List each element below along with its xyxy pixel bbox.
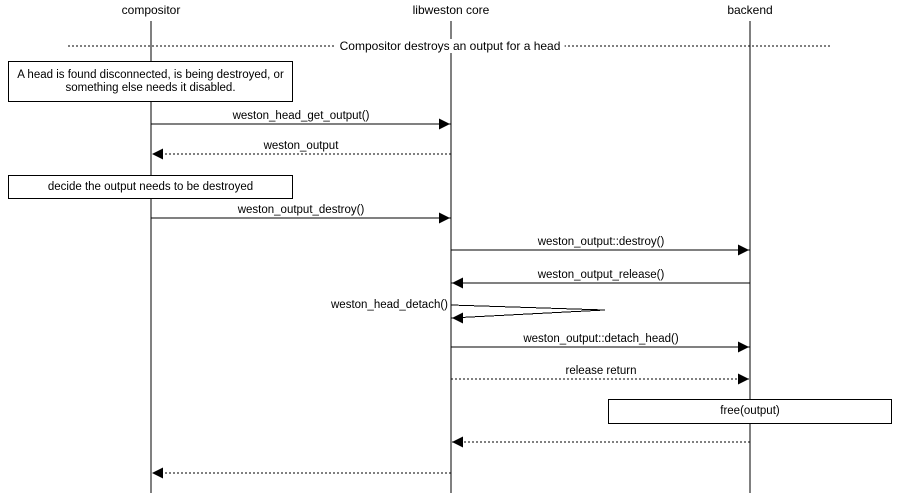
note-free-output-text: free(output) xyxy=(720,405,780,417)
message-label-msg-weston-output-destroy[interactable]: weston_output_destroy() xyxy=(237,204,365,216)
message-label-msg-weston-head-detach[interactable]: weston_head_detach() xyxy=(331,299,448,311)
note-decide-destroy[interactable]: decide the output needs to be destroyed xyxy=(8,175,293,199)
msg-weston-output-return-arrowhead xyxy=(152,148,163,160)
message-label-msg-release-return[interactable]: release return xyxy=(565,365,637,377)
message-label-msg-weston-output-destroy-vfunc[interactable]: weston_output::destroy() xyxy=(537,236,665,248)
note-head-disconnected-text: A head is found disconnected, is being d… xyxy=(17,68,284,94)
actor-label-backend[interactable]: backend xyxy=(727,3,773,17)
msg-weston-head-detach-out xyxy=(450,304,606,311)
message-label-msg-weston-output-return[interactable]: weston_output xyxy=(263,140,339,152)
msg-weston-head-get-output-arrowhead xyxy=(439,118,450,130)
message-label-msg-weston-output-detach-head[interactable]: weston_output::detach_head() xyxy=(523,333,679,345)
note-head-disconnected[interactable]: A head is found disconnected, is being d… xyxy=(8,61,293,102)
msg-weston-output-destroy-arrowhead xyxy=(439,212,450,224)
msg-weston-head-detach-back xyxy=(450,309,606,319)
actor-label-libweston-core[interactable]: libweston core xyxy=(412,3,490,17)
msg-release-return-arrowhead xyxy=(738,373,749,385)
msg-core-return-arrowhead xyxy=(152,467,163,479)
actor-label-compositor[interactable]: compositor xyxy=(121,3,181,17)
self-message-msg-weston-head-detach xyxy=(450,304,606,324)
note-free-output[interactable]: free(output) xyxy=(608,399,892,424)
message-label-msg-weston-head-get-output[interactable]: weston_head_get_output() xyxy=(232,110,370,122)
message-label-msg-weston-output-release[interactable]: weston_output_release() xyxy=(537,269,665,281)
msg-weston-head-detach-arrowhead xyxy=(452,312,463,324)
msg-backend-return-arrowhead xyxy=(452,436,463,448)
separator-label: Compositor destroys an output for a head xyxy=(335,39,565,53)
msg-weston-output-release-arrowhead xyxy=(452,277,463,289)
msg-weston-output-detach-head-arrowhead xyxy=(738,341,749,353)
note-decide-destroy-text: decide the output needs to be destroyed xyxy=(47,180,254,193)
msg-weston-output-destroy-vfunc-arrowhead xyxy=(738,244,749,256)
